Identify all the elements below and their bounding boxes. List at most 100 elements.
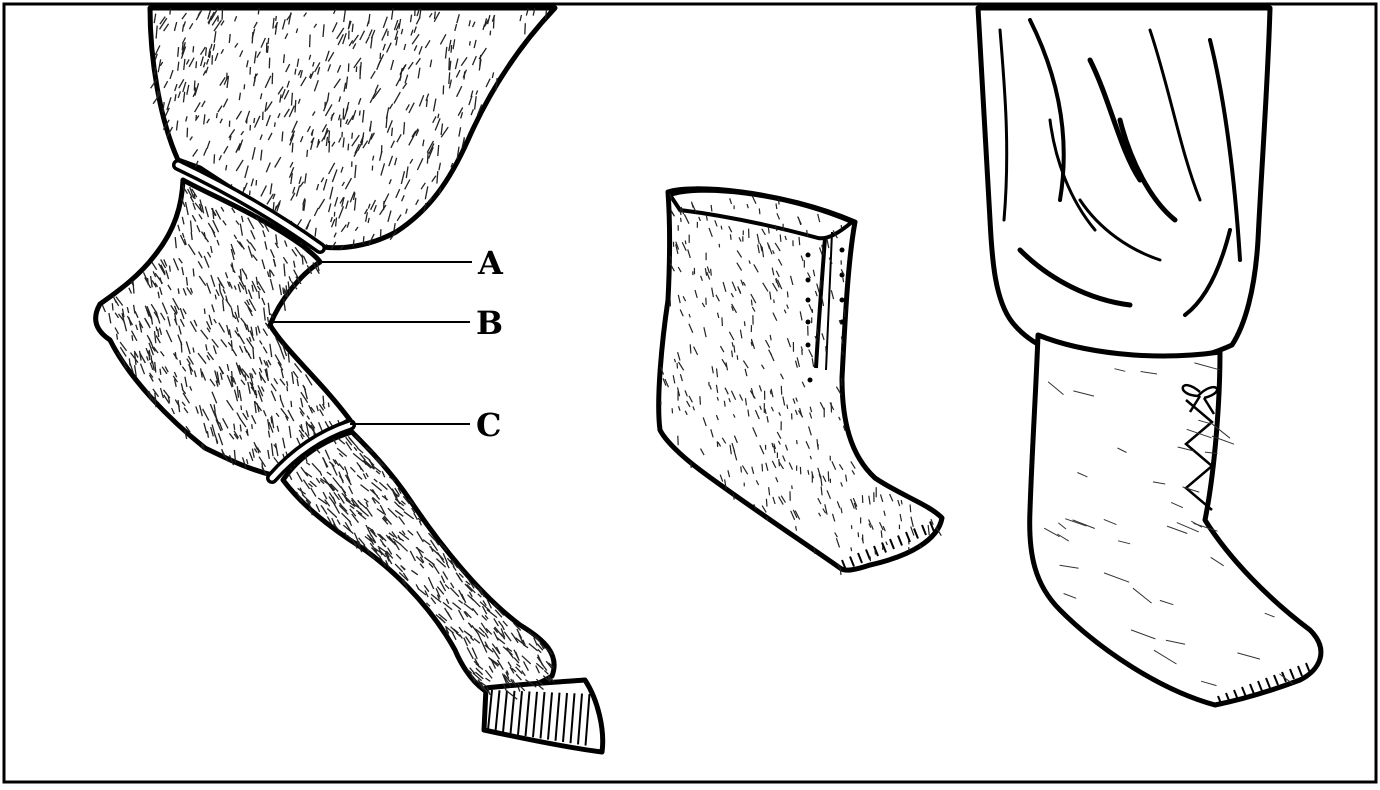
fur-stroke: [170, 9, 171, 15]
fur-stroke: [247, 118, 248, 124]
fur-stroke: [254, 118, 255, 123]
fur-stroke: [151, 356, 152, 364]
fur-stroke: [851, 547, 852, 551]
lace-hole: [806, 253, 811, 258]
fur-stroke: [259, 291, 260, 299]
fur-stroke: [156, 327, 157, 332]
fur-stroke: [170, 266, 171, 272]
fur-stroke: [470, 41, 471, 45]
fur-stroke: [384, 201, 385, 210]
fur-stroke: [282, 132, 283, 142]
fur-stroke: [546, 9, 547, 19]
fur-stroke: [180, 360, 181, 365]
fur-stroke: [240, 425, 241, 432]
fur-stroke: [276, 16, 277, 21]
fur-stroke: [275, 122, 276, 127]
fur-stroke: [449, 58, 450, 70]
fur-stroke: [792, 485, 793, 489]
fur-stroke: [268, 317, 269, 322]
fur-stroke: [149, 350, 150, 356]
fur-stroke: [843, 278, 844, 283]
fur-stroke: [797, 440, 798, 444]
fur-stroke: [780, 235, 781, 242]
fur-stroke: [525, 23, 526, 34]
fur-stroke: [392, 128, 393, 136]
fur-stroke: [241, 405, 242, 410]
fur-stroke: [779, 459, 780, 466]
fur-stroke: [464, 71, 465, 79]
fur-stroke: [267, 46, 268, 53]
fur-stroke: [762, 464, 763, 472]
fur-stroke: [909, 541, 910, 545]
fur-stroke: [229, 34, 230, 43]
fur-stroke: [722, 317, 723, 326]
fur-stroke: [155, 67, 156, 74]
fur-stroke: [451, 45, 452, 53]
fur-stroke: [244, 84, 245, 89]
fur-stroke: [691, 462, 692, 468]
fur-stroke: [363, 236, 364, 244]
fur-stroke: [193, 46, 194, 52]
fur-stroke: [490, 31, 491, 36]
fur-stroke: [129, 358, 130, 365]
fur-stroke: [807, 230, 808, 237]
fur-stroke: [148, 278, 149, 285]
fur-stroke: [751, 300, 752, 306]
fur-stroke: [204, 309, 205, 314]
fur-stroke: [353, 240, 354, 247]
fur-stroke: [910, 505, 911, 513]
fur-stroke: [194, 81, 195, 91]
fur-stroke: [302, 255, 303, 265]
fur-stroke: [776, 204, 777, 210]
fur-stroke: [787, 292, 788, 298]
fur-stroke: [214, 154, 215, 163]
fur-stroke: [360, 111, 361, 116]
fur-stroke: [700, 396, 701, 405]
fur-stroke: [329, 141, 330, 153]
fur-stroke: [196, 61, 197, 68]
fur-stroke: [193, 269, 194, 277]
fur-stroke: [435, 12, 436, 19]
fur-stroke: [814, 547, 815, 554]
fur-stroke: [494, 16, 495, 29]
fur-stroke: [858, 532, 859, 537]
fur-stroke: [112, 303, 113, 310]
fur-stroke: [206, 48, 207, 56]
fur-stroke: [721, 226, 722, 230]
fur-stroke: [268, 38, 269, 44]
fur-stroke: [352, 133, 353, 139]
fur-stroke: [730, 234, 731, 240]
fur-stroke: [426, 99, 427, 107]
fur-stroke: [787, 405, 788, 409]
fur-stroke: [438, 114, 439, 119]
fur-stroke: [881, 530, 882, 537]
fur-stroke: [677, 363, 678, 369]
fur-stroke: [741, 466, 742, 472]
fur-stroke: [310, 35, 311, 48]
fur-stroke: [844, 309, 845, 317]
fur-stroke: [252, 424, 253, 429]
fur-stroke: [291, 401, 292, 407]
fur-stroke: [295, 100, 296, 113]
fur-stroke: [247, 429, 248, 435]
callout-label-a: A: [477, 244, 504, 282]
fur-stroke: [737, 355, 738, 360]
trouser-leg: [978, 8, 1270, 366]
fur-stroke: [217, 113, 218, 118]
fur-stroke: [778, 199, 779, 205]
fur-stroke: [734, 346, 735, 353]
fur-stroke: [219, 284, 220, 292]
fur-stroke: [132, 335, 133, 341]
fur-stroke: [328, 403, 329, 408]
fur-stroke: [352, 24, 353, 32]
fur-stroke: [178, 47, 179, 57]
fur-stroke: [437, 171, 438, 183]
fur-stroke: [427, 152, 428, 164]
fur-stroke: [283, 288, 284, 295]
fur-stroke: [766, 499, 767, 507]
lace-hole: [806, 320, 811, 325]
fur-stroke: [744, 321, 745, 326]
callout-label-c: C: [476, 406, 501, 444]
